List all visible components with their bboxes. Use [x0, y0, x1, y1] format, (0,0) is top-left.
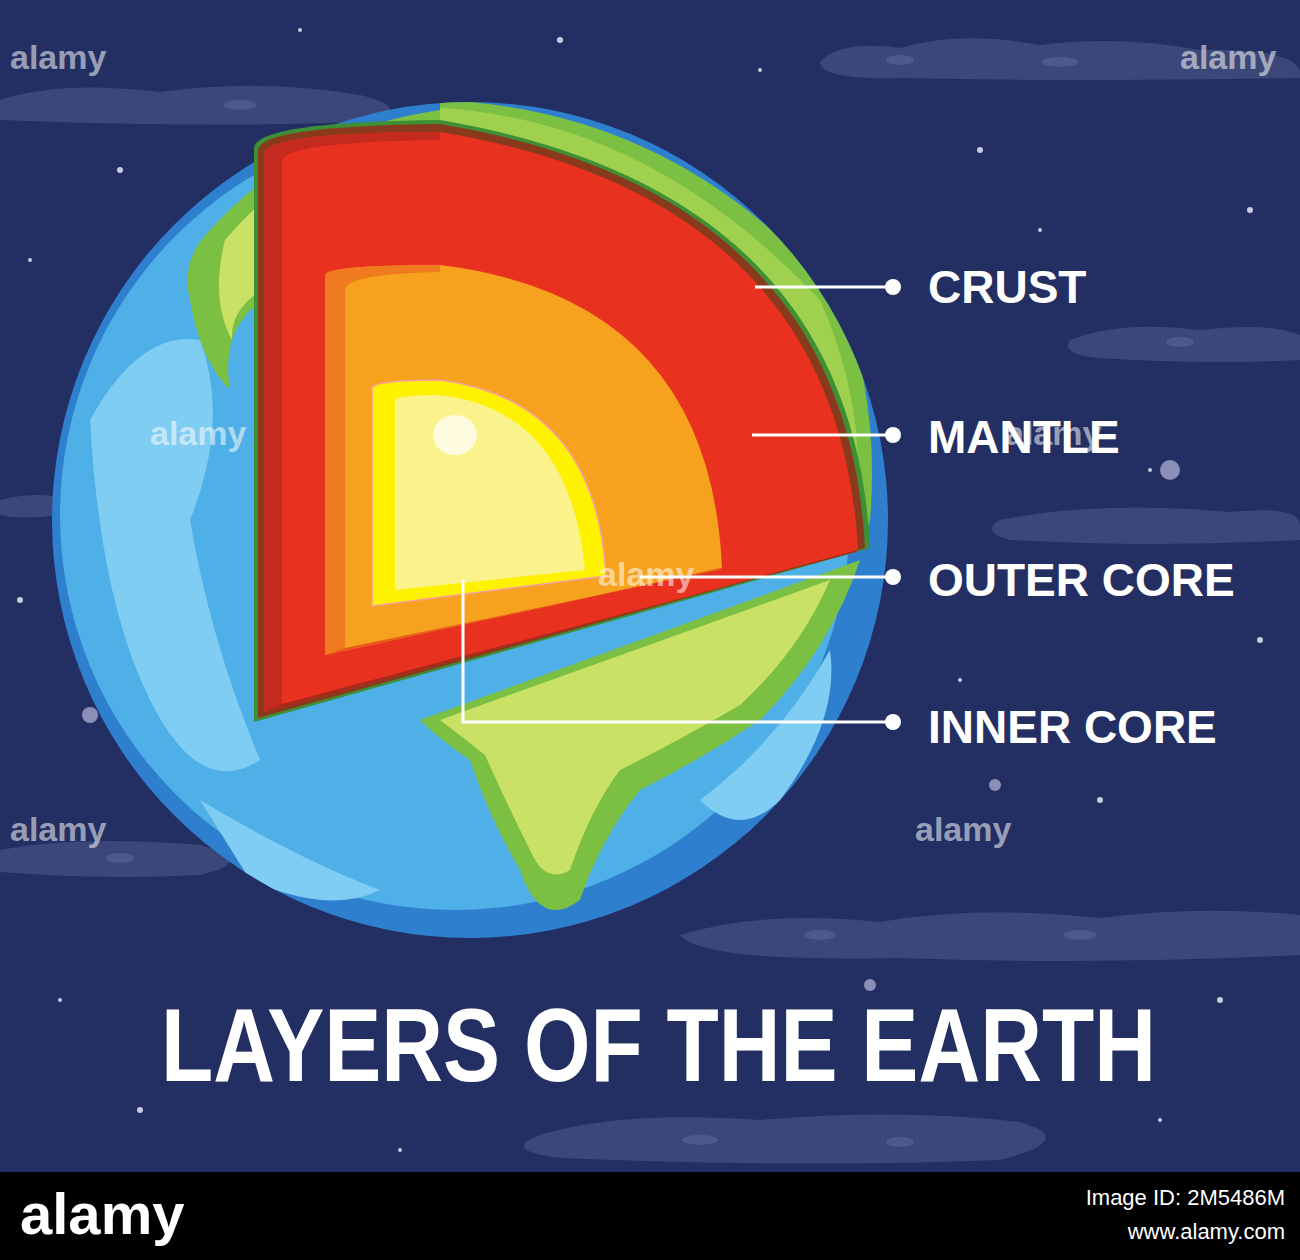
watermark: alamy — [150, 415, 246, 452]
layer-label: OUTER CORE — [928, 555, 1235, 606]
watermark: alamy — [1180, 39, 1276, 76]
watermark: alamy — [598, 556, 694, 593]
layer-label: CRUST — [928, 262, 1086, 313]
earth-cutaway — [254, 120, 870, 722]
diagram-title: LAYERS OF THE EARTH — [161, 988, 1156, 1102]
stars — [17, 28, 1263, 1152]
watermark: alamy — [10, 811, 106, 848]
footer-url: www.alamy.com — [1128, 1220, 1285, 1244]
space-clouds — [0, 38, 1300, 1163]
leader-lines — [463, 287, 893, 722]
image-id: Image ID: 2M5486M — [1086, 1186, 1285, 1210]
watermark: alamy — [1005, 415, 1101, 452]
watermark: alamy — [915, 811, 1011, 848]
layer-label: INNER CORE — [928, 702, 1217, 753]
watermark: alamy — [10, 39, 106, 76]
globe — [52, 100, 888, 938]
footer-logo: alamy — [20, 1182, 184, 1246]
footer-bar — [0, 1172, 1300, 1260]
leader-dots — [885, 279, 901, 730]
